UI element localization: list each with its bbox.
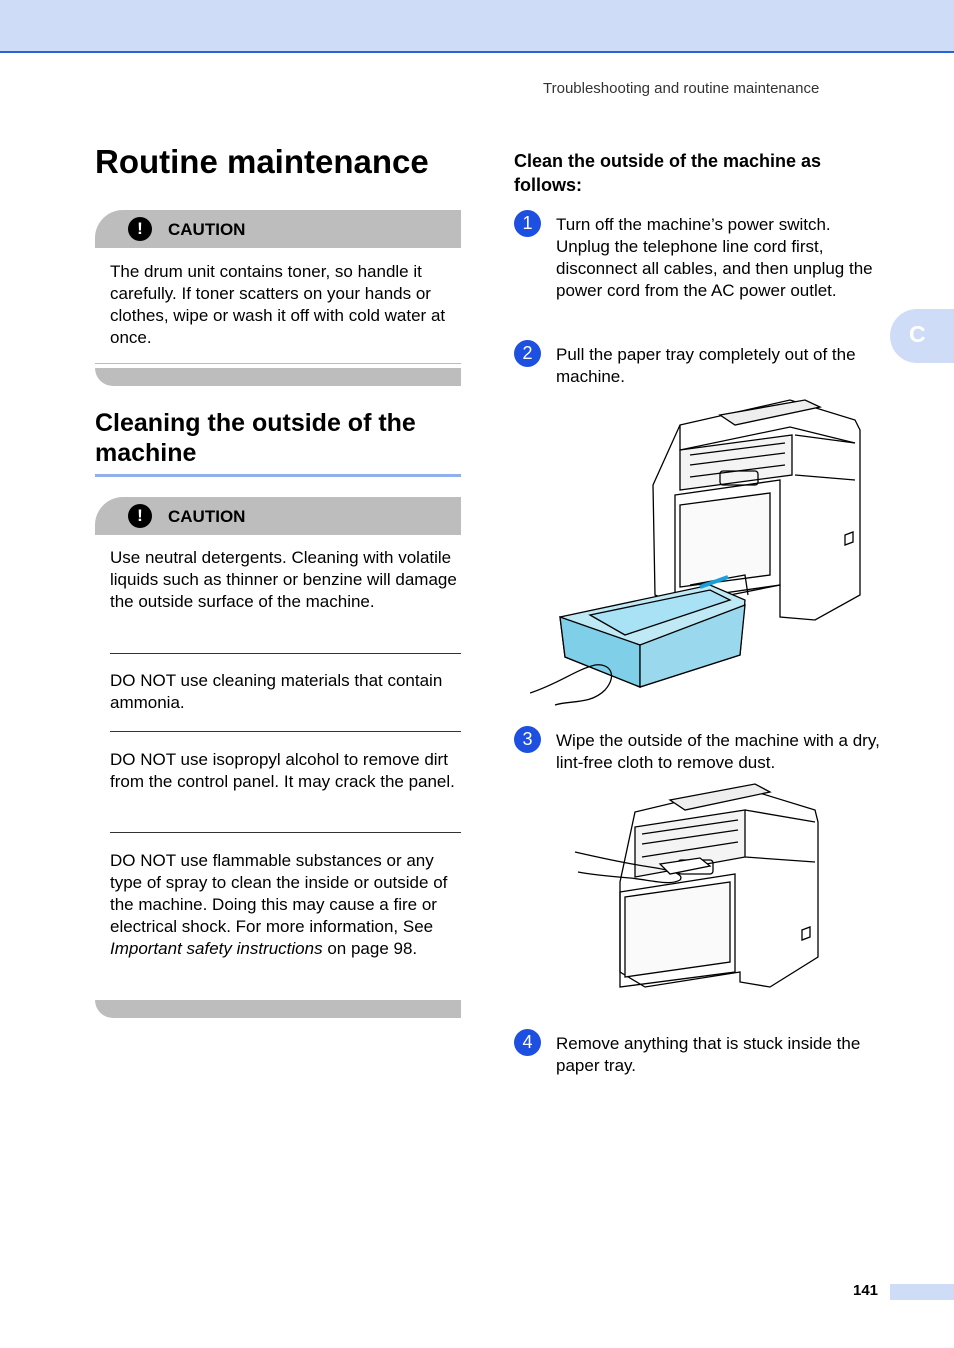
caution-footer	[95, 1000, 461, 1018]
chapter-tab-label: C	[909, 321, 926, 347]
chapter-tab: C	[890, 309, 954, 363]
step-number: 2	[514, 340, 541, 367]
printer-tray-illustration	[530, 399, 861, 706]
steps-heading: Clean the outside of the machine as foll…	[514, 151, 822, 195]
header-bar	[0, 0, 954, 53]
exclamation-icon: !	[128, 504, 152, 528]
step-number: 4	[514, 1029, 541, 1056]
step-text: Pull the paper tray completely out of th…	[556, 345, 856, 386]
safety-link[interactable]: Important safety instructions	[110, 939, 323, 958]
footer-bar	[890, 1284, 954, 1300]
caution-item: DO NOT use cleaning materials that conta…	[110, 671, 443, 712]
caution-footer	[95, 368, 461, 386]
divider	[110, 731, 461, 732]
caution-item: Use neutral detergents. Cleaning with vo…	[110, 548, 457, 611]
caution-item-last: DO NOT use flammable substances or any t…	[110, 850, 460, 960]
caution-header: ! CAUTION	[95, 210, 461, 248]
caution-text: The drum unit contains toner, so handle …	[110, 262, 446, 347]
caution-divider	[95, 363, 461, 364]
section-title: Cleaning the outside of the machine	[95, 408, 461, 477]
divider	[110, 832, 461, 833]
step-text: Turn off the machine’s power switch. Unp…	[556, 215, 873, 300]
step-text: Remove anything that is stuck inside the…	[556, 1034, 861, 1075]
caution-item: DO NOT use isopropyl alcohol to remove d…	[110, 750, 455, 791]
divider	[110, 653, 461, 654]
page-number: 141	[853, 1282, 879, 1299]
caution-header: ! CAUTION	[95, 497, 461, 535]
caution-text-part: DO NOT use flammable substances or any t…	[110, 851, 448, 936]
caution-text-part: on page 98.	[322, 939, 418, 958]
exclamation-icon: !	[128, 217, 152, 241]
running-head: Troubleshooting and routine maintenance	[543, 80, 820, 97]
step-number: 3	[514, 726, 541, 753]
page-title: Routine maintenance	[95, 143, 429, 180]
caution-label: CAUTION	[168, 507, 246, 526]
printer-wipe-illustration	[574, 783, 819, 988]
step-number: 1	[514, 210, 541, 237]
step-text: Wipe the outside of the machine with a d…	[556, 731, 880, 772]
caution-label: CAUTION	[168, 220, 246, 239]
